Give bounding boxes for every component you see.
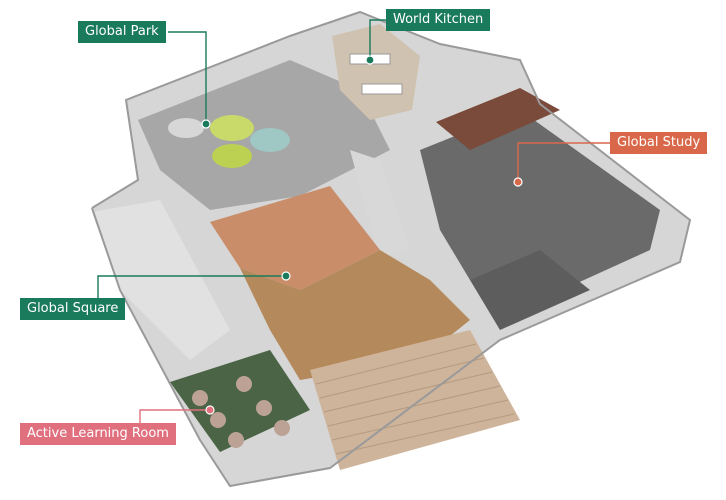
leader-world-kitchen: [369, 19, 386, 60]
park-round-carpet: [210, 115, 254, 141]
pin-global-park: [201, 119, 211, 129]
stair-steps: [315, 343, 515, 455]
leader-global-study: [517, 142, 610, 182]
global-square-floor: [210, 186, 380, 290]
park-round-carpet: [168, 118, 204, 138]
pin-global-study: [513, 177, 523, 187]
left-corridor: [92, 200, 230, 360]
global-study-floor: [420, 110, 660, 300]
label-global-square[interactable]: Global Square: [20, 298, 126, 320]
learning-tables: [192, 376, 290, 448]
active-learning-floor: [170, 350, 310, 452]
label-active-learning[interactable]: Active Learning Room: [20, 423, 176, 445]
park-round-carpet: [212, 144, 252, 168]
central-staircase: [350, 150, 410, 260]
pin-global-square: [281, 271, 291, 281]
pin-world-kitchen: [365, 55, 375, 65]
leader-global-park: [168, 31, 207, 124]
label-global-study[interactable]: Global Study: [610, 132, 708, 154]
outer-walls: [91, 10, 692, 488]
label-world-kitchen[interactable]: World Kitchen: [386, 9, 491, 31]
park-round-carpet: [250, 128, 290, 152]
right-annex-floor: [470, 250, 590, 330]
world-kitchen-floor: [332, 24, 420, 120]
kitchen-counter: [361, 83, 403, 95]
pin-active-learning: [205, 405, 215, 415]
label-global-park[interactable]: Global Park: [78, 21, 166, 43]
study-bookshelf-wall: [436, 88, 560, 150]
leader-active-learning: [139, 409, 210, 424]
leader-global-square: [97, 275, 286, 300]
